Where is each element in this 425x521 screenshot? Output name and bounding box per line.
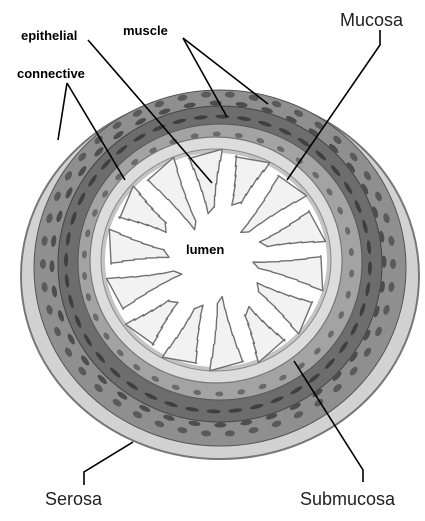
label-lumen: lumen: [186, 242, 224, 257]
label-epithelial: epithelial: [21, 28, 77, 43]
label-mucosa: Mucosa: [340, 10, 404, 30]
label-muscle: muscle: [123, 23, 168, 38]
cell-mark: [390, 259, 396, 269]
label-connective: connective: [17, 66, 85, 81]
leader-connective-a: [58, 83, 67, 140]
leader-serosa: [84, 442, 133, 485]
label-submucosa: Submucosa: [300, 489, 396, 509]
cell-mark: [40, 259, 46, 269]
tissue-layers: [21, 90, 419, 459]
label-serosa: Serosa: [45, 489, 103, 509]
